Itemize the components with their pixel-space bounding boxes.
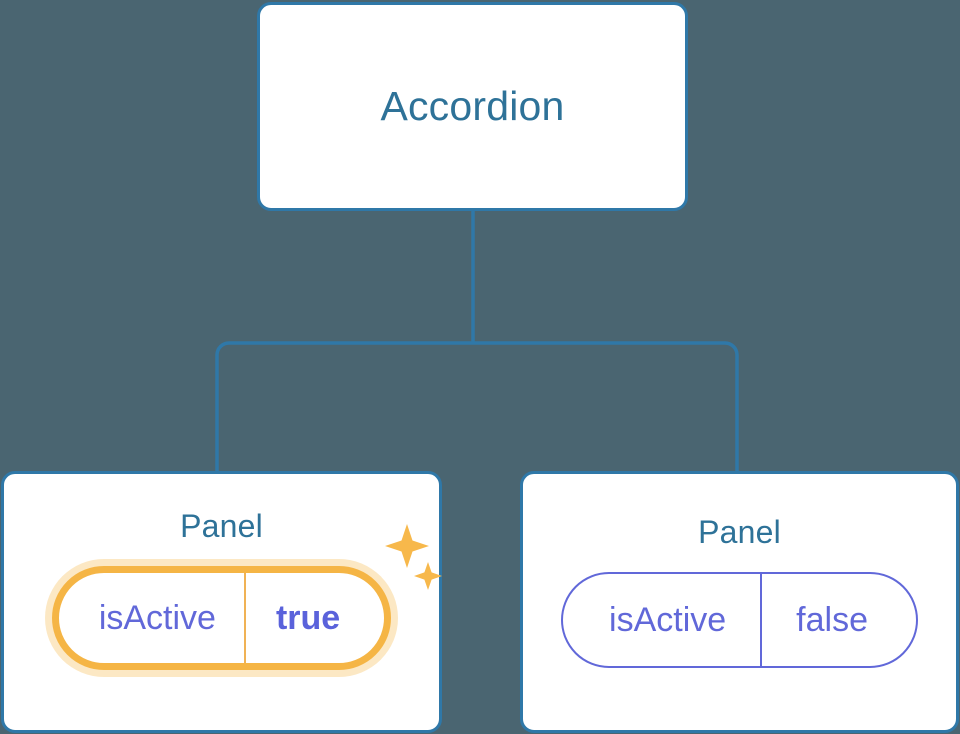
node-panel-left[interactable]: Panel isActive true [1, 471, 443, 733]
node-panel-left-title: Panel [180, 508, 263, 544]
prop-value-label: false [760, 574, 916, 666]
edge-root-to-panel-right [473, 341, 739, 471]
node-panel-right-title: Panel [698, 514, 781, 550]
prop-pill-isactive-true[interactable]: isActive true [51, 566, 392, 670]
prop-pill-wrap-left: isActive true [51, 524, 443, 670]
node-panel-right[interactable]: Panel isActive false [520, 471, 959, 733]
prop-key-label: isActive [98, 599, 216, 637]
sparkle-large-icon [385, 524, 430, 568]
sparkle-small-icon [414, 562, 443, 590]
edge-root-to-panel-left [215, 341, 473, 471]
prop-pill-wrap-right: isActive false [561, 572, 918, 668]
prop-value-label: true [243, 573, 384, 663]
node-accordion-title: Accordion [380, 83, 565, 129]
sparkles-icon [385, 524, 443, 590]
prop-pill-isactive-false[interactable]: isActive false [561, 572, 918, 668]
node-accordion[interactable]: Accordion [257, 2, 688, 211]
prop-key-label: isActive [609, 601, 727, 639]
